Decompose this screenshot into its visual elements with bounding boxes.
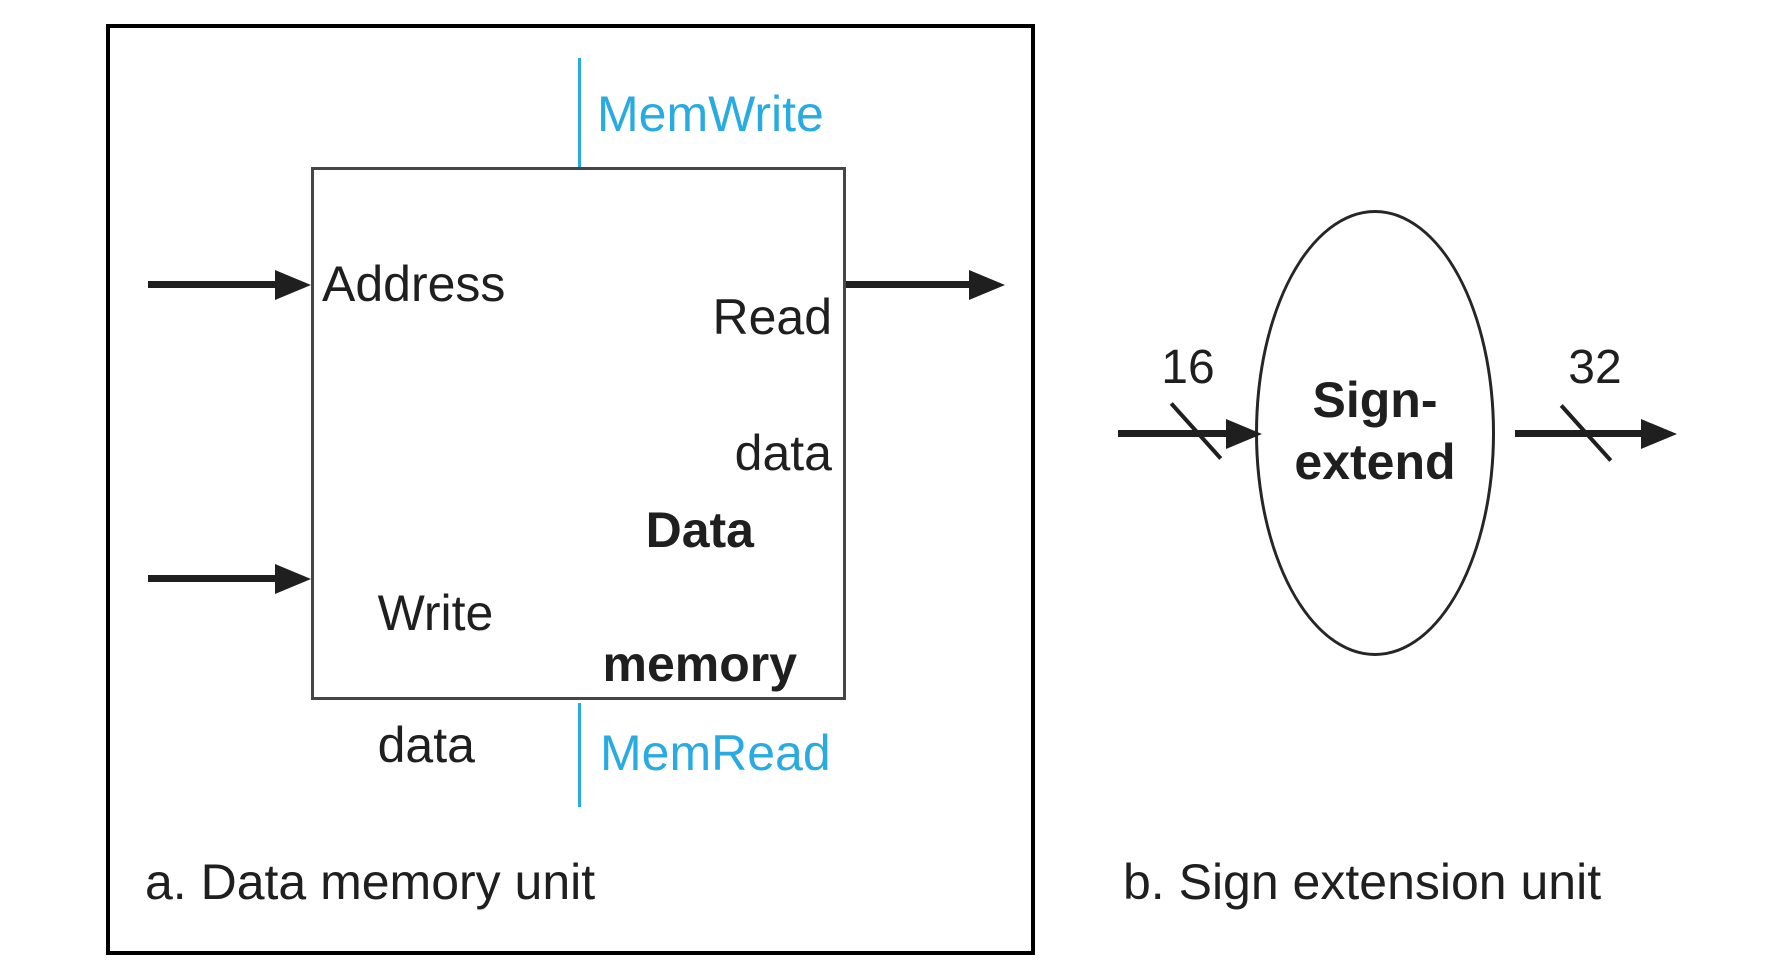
sign-extend-title-line1: Sign- xyxy=(1312,372,1438,428)
read-data-line2: data xyxy=(734,425,832,481)
write-data-line2: data xyxy=(377,717,475,773)
write-data-input-arrow xyxy=(148,575,275,582)
data-memory-title-line1: Data xyxy=(645,502,754,558)
data-memory-block xyxy=(311,167,846,700)
memwrite-label: MemWrite xyxy=(597,86,824,142)
input-bus-width-label: 16 xyxy=(1161,341,1215,394)
sign-extend-ellipse xyxy=(1255,210,1495,656)
sign-extend-title: Sign- extend xyxy=(1255,369,1495,493)
memread-label: MemRead xyxy=(600,725,831,781)
panel-a-caption: a. Data memory unit xyxy=(145,854,596,910)
output-bus-width-label: 32 xyxy=(1568,341,1622,394)
sign-extend-input-arrow xyxy=(1118,430,1226,437)
data-memory-title: Data memory xyxy=(512,430,832,765)
panel-b-caption: b. Sign extension unit xyxy=(1123,854,1602,910)
read-data-line1: Read xyxy=(712,289,832,345)
data-memory-title-line2: memory xyxy=(602,636,798,692)
address-input-arrow xyxy=(148,281,275,288)
write-data-line1: Write xyxy=(377,585,494,641)
write-data-port-label: Write data xyxy=(322,514,494,844)
memwrite-signal-line xyxy=(578,58,581,167)
sign-extend-output-arrow xyxy=(1515,430,1641,437)
address-port-label: Address xyxy=(322,256,506,312)
memread-signal-line xyxy=(578,703,581,807)
sign-extend-title-line2: extend xyxy=(1294,434,1456,490)
read-data-port-label: Read data xyxy=(600,215,832,555)
read-data-output-arrow xyxy=(846,281,969,288)
